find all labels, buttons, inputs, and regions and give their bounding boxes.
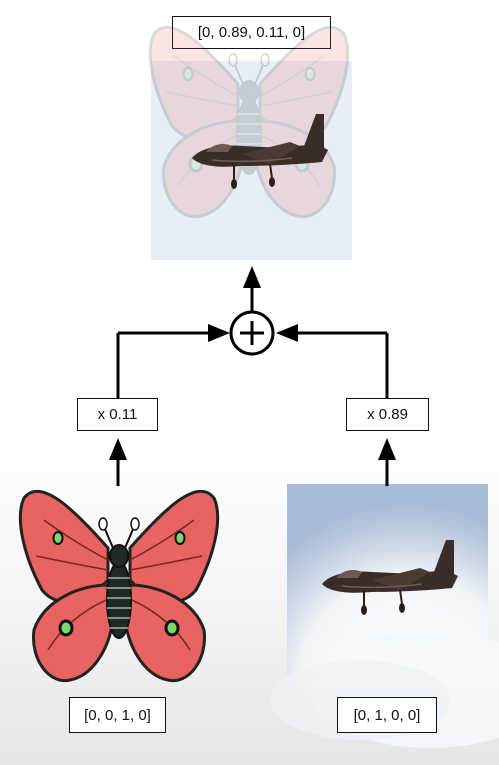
right-input-label: [0, 1, 0, 0] xyxy=(353,706,421,724)
output-label: [0, 0.89, 0.11, 0] xyxy=(197,24,306,41)
left-input-label: [0, 0, 1, 0] xyxy=(84,706,151,724)
right-lower-arrowhead xyxy=(378,438,396,460)
left-lower-arrowhead xyxy=(109,438,127,460)
plane-input-image xyxy=(270,484,499,748)
right-weight-label: x 0.89 xyxy=(367,406,408,423)
sum-to-output-arrowhead xyxy=(243,266,261,288)
right-input-label-box: [0, 1, 0, 0] xyxy=(337,697,437,733)
blended-output-image xyxy=(148,25,352,260)
sum-node xyxy=(229,310,275,356)
left-weight-label: x 0.11 xyxy=(97,406,138,423)
arrows xyxy=(116,286,389,486)
butterfly-input-image xyxy=(18,489,220,683)
arrowheads xyxy=(109,266,396,460)
left-into-sum-arrowhead xyxy=(208,324,230,342)
left-weight-box: x 0.11 xyxy=(77,398,158,431)
right-weight-box: x 0.89 xyxy=(346,398,429,431)
right-into-sum-arrowhead xyxy=(276,324,298,342)
left-input-label-box: [0, 0, 1, 0] xyxy=(69,697,166,733)
